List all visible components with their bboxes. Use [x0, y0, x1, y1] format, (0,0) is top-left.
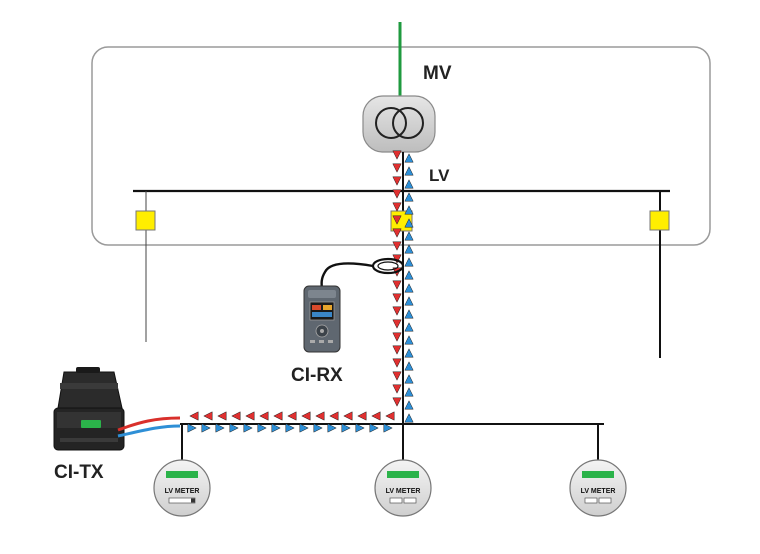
meter-icon: LV METER: [374, 459, 432, 517]
signal-arrow-red: [392, 371, 402, 381]
signal-arrow-red: [245, 411, 255, 421]
signal-arrow-blue: [404, 361, 414, 371]
signal-arrow-red: [315, 411, 325, 421]
transmitter-case-icon: [53, 367, 125, 451]
signal-arrow-blue: [404, 231, 414, 241]
signal-arrow-red: [392, 397, 402, 407]
fuse-left: [135, 210, 156, 231]
signal-arrow-red: [343, 411, 353, 421]
signal-arrow-blue: [404, 244, 414, 254]
signal-arrow-blue: [257, 423, 267, 433]
signal-arrow-red: [217, 411, 227, 421]
receiver-label: CI-RX: [291, 365, 343, 386]
current-clamp-icon: [371, 257, 405, 275]
signal-arrow-red: [392, 280, 402, 290]
signal-arrow-red: [189, 411, 199, 421]
signal-arrow-red: [273, 411, 283, 421]
signal-arrow-red: [287, 411, 297, 421]
signal-arrow-blue: [404, 283, 414, 293]
signal-arrow-red: [392, 241, 402, 251]
signal-arrow-blue: [404, 179, 414, 189]
signal-arrow-blue: [187, 423, 197, 433]
signal-arrow-red: [392, 176, 402, 186]
meter-icon: LV METER: [569, 459, 627, 517]
signal-arrow-blue: [404, 257, 414, 267]
signal-arrow-red: [259, 411, 269, 421]
signal-arrow-red: [392, 189, 402, 199]
signal-arrow-blue: [404, 192, 414, 202]
signal-arrow-blue: [355, 423, 365, 433]
signal-arrow-red: [301, 411, 311, 421]
signal-arrow-blue: [404, 296, 414, 306]
signal-arrow-red: [392, 306, 402, 316]
signal-arrow-red: [231, 411, 241, 421]
signal-arrow-blue: [313, 423, 323, 433]
signal-arrow-red: [392, 293, 402, 303]
meter-label: LV METER: [581, 488, 616, 495]
meter-icon: LV METER: [153, 459, 211, 517]
signal-arrow-blue: [404, 218, 414, 228]
signal-arrow-blue: [404, 348, 414, 358]
signal-arrow-blue: [327, 423, 337, 433]
signal-arrow-red: [392, 228, 402, 238]
signal-arrow-red: [203, 411, 213, 421]
signal-arrow-blue: [404, 374, 414, 384]
signal-arrow-blue: [404, 270, 414, 280]
signal-arrow-blue: [404, 153, 414, 163]
meter-label: LV METER: [165, 488, 200, 495]
signal-arrow-red: [392, 332, 402, 342]
signal-arrow-blue: [243, 423, 253, 433]
signal-arrow-blue: [383, 423, 393, 433]
signal-arrow-blue: [404, 322, 414, 332]
signal-arrows-red-vertical: [392, 150, 402, 407]
signal-arrow-blue: [404, 309, 414, 319]
signal-arrow-blue: [229, 423, 239, 433]
lv-label: LV: [429, 166, 450, 185]
signal-arrow-red: [357, 411, 367, 421]
signal-arrow-red: [392, 319, 402, 329]
signal-arrow-blue: [271, 423, 281, 433]
transformer-icon: [362, 95, 436, 153]
signal-arrow-red: [392, 215, 402, 225]
signal-arrow-red: [392, 345, 402, 355]
signal-arrow-blue: [404, 387, 414, 397]
signal-arrow-blue: [215, 423, 225, 433]
transmitter-cable-blue: [117, 424, 181, 438]
signal-arrow-blue: [285, 423, 295, 433]
signal-arrow-blue: [299, 423, 309, 433]
signal-arrow-blue: [404, 400, 414, 410]
signal-arrow-blue: [404, 413, 414, 423]
signal-arrow-red: [392, 163, 402, 173]
signal-arrow-red: [392, 384, 402, 394]
signal-arrow-red: [385, 411, 395, 421]
signal-arrow-red: [392, 202, 402, 212]
signal-arrow-blue: [201, 423, 211, 433]
mv-label: MV: [423, 63, 452, 84]
fuse-right: [649, 210, 670, 231]
signal-arrow-blue: [404, 335, 414, 345]
meter-label: LV METER: [386, 488, 421, 495]
signal-arrow-blue: [404, 166, 414, 176]
signal-arrows-blue-horizontal: [187, 423, 393, 433]
signal-arrow-blue: [369, 423, 379, 433]
signal-arrow-red: [392, 150, 402, 160]
signal-arrows-red-horizontal: [189, 411, 395, 421]
signal-arrow-red: [392, 358, 402, 368]
transmitter-cable-red: [117, 416, 181, 432]
signal-arrow-blue: [341, 423, 351, 433]
transmitter-label: CI-TX: [54, 462, 104, 483]
signal-arrow-blue: [404, 205, 414, 215]
signal-arrow-red: [329, 411, 339, 421]
receiver-device-icon: [303, 285, 341, 353]
signal-arrow-red: [371, 411, 381, 421]
signal-arrows-blue-vertical: [404, 153, 414, 423]
